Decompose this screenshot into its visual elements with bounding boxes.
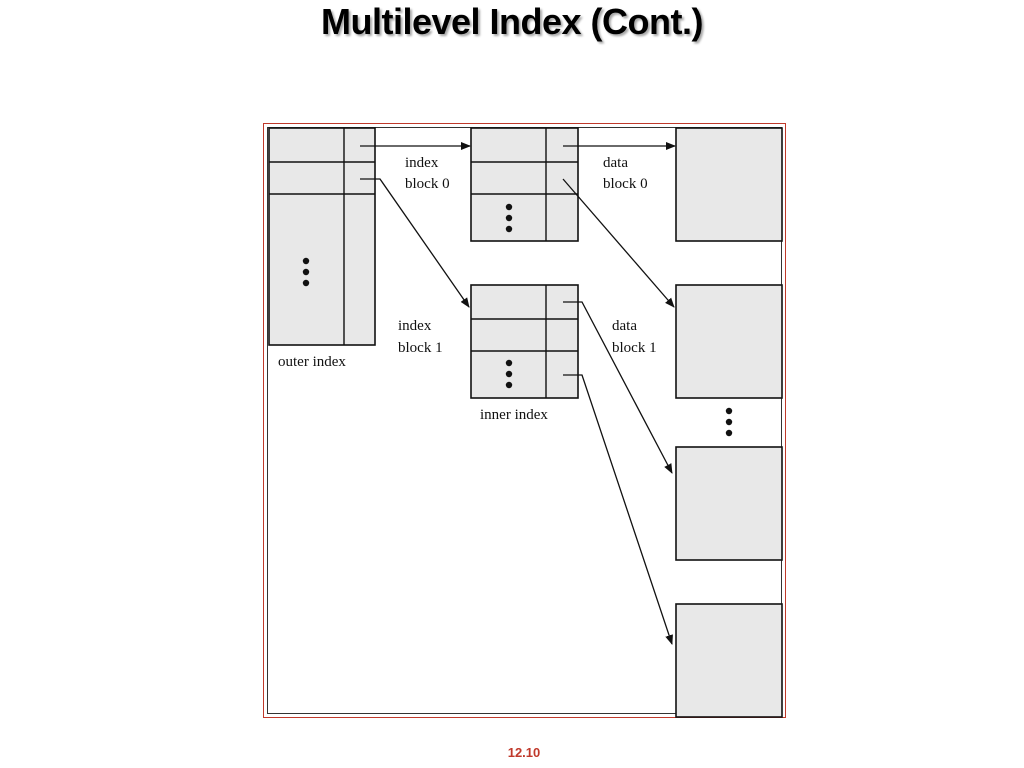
data-block-2	[675, 446, 783, 561]
data-block-0-label-line1: data	[603, 155, 628, 171]
arrow-index0-to-data-block-1	[562, 178, 675, 308]
data-block-0	[675, 127, 783, 242]
inner-index-label: inner index	[480, 407, 548, 423]
outer-index-block	[268, 127, 376, 346]
index-block-0-label-line2: block 0	[405, 176, 450, 192]
index-block-0-label-line1: index	[405, 155, 439, 171]
arrow-index1-to-data-block-3	[563, 374, 673, 645]
index-block-1-label-line2: block 1	[398, 340, 443, 356]
data-block-1-label-line2: block 1	[612, 340, 657, 356]
slide-title: Multilevel Index (Cont.)	[320, 1, 704, 42]
arrow-outer-to-index-block-1	[360, 178, 470, 308]
data-block-1-label-line1: data	[612, 318, 637, 334]
index-block-1-label-line1: index	[398, 318, 432, 334]
index-block-0	[470, 127, 579, 242]
data-block-0-label-line2: block 0	[603, 176, 648, 192]
outer-index-label: outer index	[278, 354, 346, 370]
data-blocks-ellipsis	[725, 407, 733, 437]
index-block-1	[470, 284, 579, 399]
arrow-index1-to-data-block-2	[563, 301, 673, 474]
data-block-1	[675, 284, 783, 399]
data-block-3	[675, 603, 783, 718]
slide-number: 12.10	[507, 745, 541, 760]
diagram-frame	[263, 123, 786, 718]
